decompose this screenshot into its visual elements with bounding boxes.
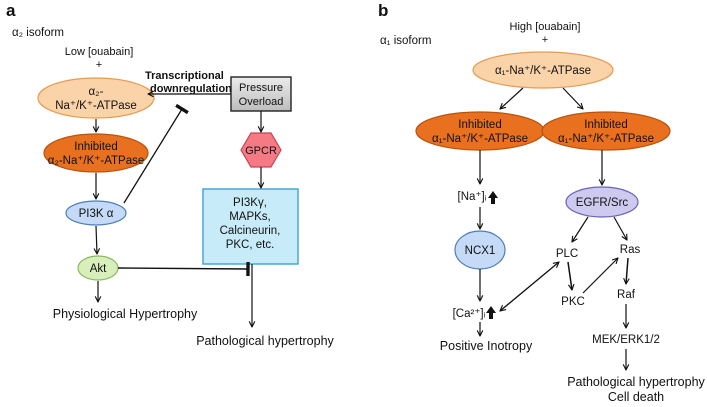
arrow-egfr-to-plc bbox=[572, 216, 589, 242]
panel-b-condition-line1: High [ouabain] bbox=[510, 21, 581, 33]
inhibited-alpha1-right-line2: α₁-Na⁺/K⁺-ATPase bbox=[558, 133, 654, 145]
transcriptional-line2: downregulation bbox=[150, 83, 232, 95]
alpha2-atpase-line1: α₂- bbox=[89, 86, 104, 98]
panel-b: b α₁ isoform High [ouabain] + α₁-Na⁺/K⁺-… bbox=[378, 1, 706, 404]
inhibited-alpha1-right-node bbox=[541, 111, 671, 151]
pathological-hypertrophy-label: Pathological hypertrophy bbox=[196, 334, 334, 348]
gpcr-label: GPCR bbox=[245, 145, 277, 157]
akt-label: Akt bbox=[90, 263, 107, 275]
inhibited-alpha1-left-line2: α₁-Na⁺/K⁺-ATPase bbox=[432, 133, 528, 145]
kinases-line1: PI3Kγ, bbox=[233, 197, 267, 209]
panel-a: a α₂ isoform Low [ouabain] + α₂- Na⁺/K⁺-… bbox=[6, 1, 335, 348]
sodium-label: [Na⁺]ᵢ bbox=[458, 191, 487, 203]
arrow-plc-to-pkc bbox=[567, 261, 572, 290]
panel-b-letter: b bbox=[378, 1, 388, 20]
outcome-line2: Cell death bbox=[608, 390, 664, 404]
panel-a-isoform-label: α₂ isoform bbox=[12, 27, 64, 39]
kinases-line3: Calcineurin, bbox=[220, 225, 281, 237]
panel-a-condition-line1: Low [ouabain] bbox=[65, 46, 134, 58]
panel-a-letter: a bbox=[6, 1, 16, 20]
inhibited-alpha2-line2: α₂-Na⁺/K⁺-ATPase bbox=[48, 155, 145, 167]
alpha1-atpase-label: α₁-Na⁺/K⁺-ATPase bbox=[495, 65, 591, 77]
gpcr-hexagon bbox=[240, 132, 282, 168]
alpha2-atpase-node bbox=[37, 77, 155, 119]
arrow-egfr-to-ras bbox=[613, 216, 627, 240]
pkc-label: PKC bbox=[561, 296, 585, 308]
plc-label: PLC bbox=[556, 248, 578, 260]
calcium-up-arrow-icon bbox=[486, 306, 496, 319]
pressure-overload-box bbox=[230, 76, 292, 112]
inhibit-pi3k-to-transcription bbox=[123, 103, 189, 204]
alpha2-atpase-line2: Na⁺/K⁺-ATPase bbox=[55, 100, 137, 112]
sodium-up-arrow-icon bbox=[488, 191, 498, 204]
egfr-src-node bbox=[565, 186, 639, 218]
egfr-src-label: EGFR/Src bbox=[576, 197, 629, 209]
transcriptional-line1: Transcriptional bbox=[145, 70, 224, 82]
physiological-hypertrophy-label: Physiological Hypertrophy bbox=[53, 307, 198, 321]
inhibited-alpha2-line1: Inhibited bbox=[74, 141, 117, 153]
outcome-line1: Pathological hypertrophy bbox=[567, 375, 705, 389]
kinases-line2: MAPKs, bbox=[229, 211, 271, 223]
kinases-line4: PKC, etc. bbox=[226, 239, 275, 251]
arrow-atpase-to-inhibited-right bbox=[562, 87, 583, 109]
mek-erk-label: MEK/ERK1/2 bbox=[592, 334, 660, 346]
kinases-box bbox=[202, 188, 299, 265]
inhibited-alpha2-node bbox=[43, 133, 149, 173]
inhibit-akt-to-pathological bbox=[117, 261, 250, 277]
ras-label: Ras bbox=[620, 244, 641, 256]
arrow-pi3k-to-akt bbox=[96, 225, 97, 254]
alpha1-atpase-node bbox=[472, 51, 614, 89]
pi3k-alpha-node bbox=[65, 200, 127, 226]
calcium-label: [Ca²⁺]ᵢ bbox=[453, 308, 486, 320]
raf-label: Raf bbox=[617, 289, 636, 301]
pi3k-alpha-label: PI3K α bbox=[79, 208, 114, 220]
inhibited-alpha1-right-line1: Inhibited bbox=[584, 119, 627, 131]
positive-inotropy-label: Positive Inotropy bbox=[440, 339, 533, 353]
arrow-atpase-to-inhibited-left bbox=[500, 87, 524, 109]
arrow-calcium-plc-bidirectional bbox=[500, 262, 559, 311]
pressure-overload-line2: Overload bbox=[239, 96, 284, 108]
arrow-ras-to-raf bbox=[626, 257, 628, 284]
ncx1-label: NCX1 bbox=[465, 245, 496, 257]
arrow-pkc-to-ras bbox=[582, 258, 618, 294]
panel-a-condition-plus: + bbox=[96, 59, 102, 71]
inhibited-alpha1-left-line1: Inhibited bbox=[458, 119, 501, 131]
pressure-overload-line1: Pressure bbox=[239, 82, 283, 94]
panel-b-condition-plus: + bbox=[542, 34, 548, 46]
panel-b-isoform-label: α₁ isoform bbox=[380, 35, 431, 47]
